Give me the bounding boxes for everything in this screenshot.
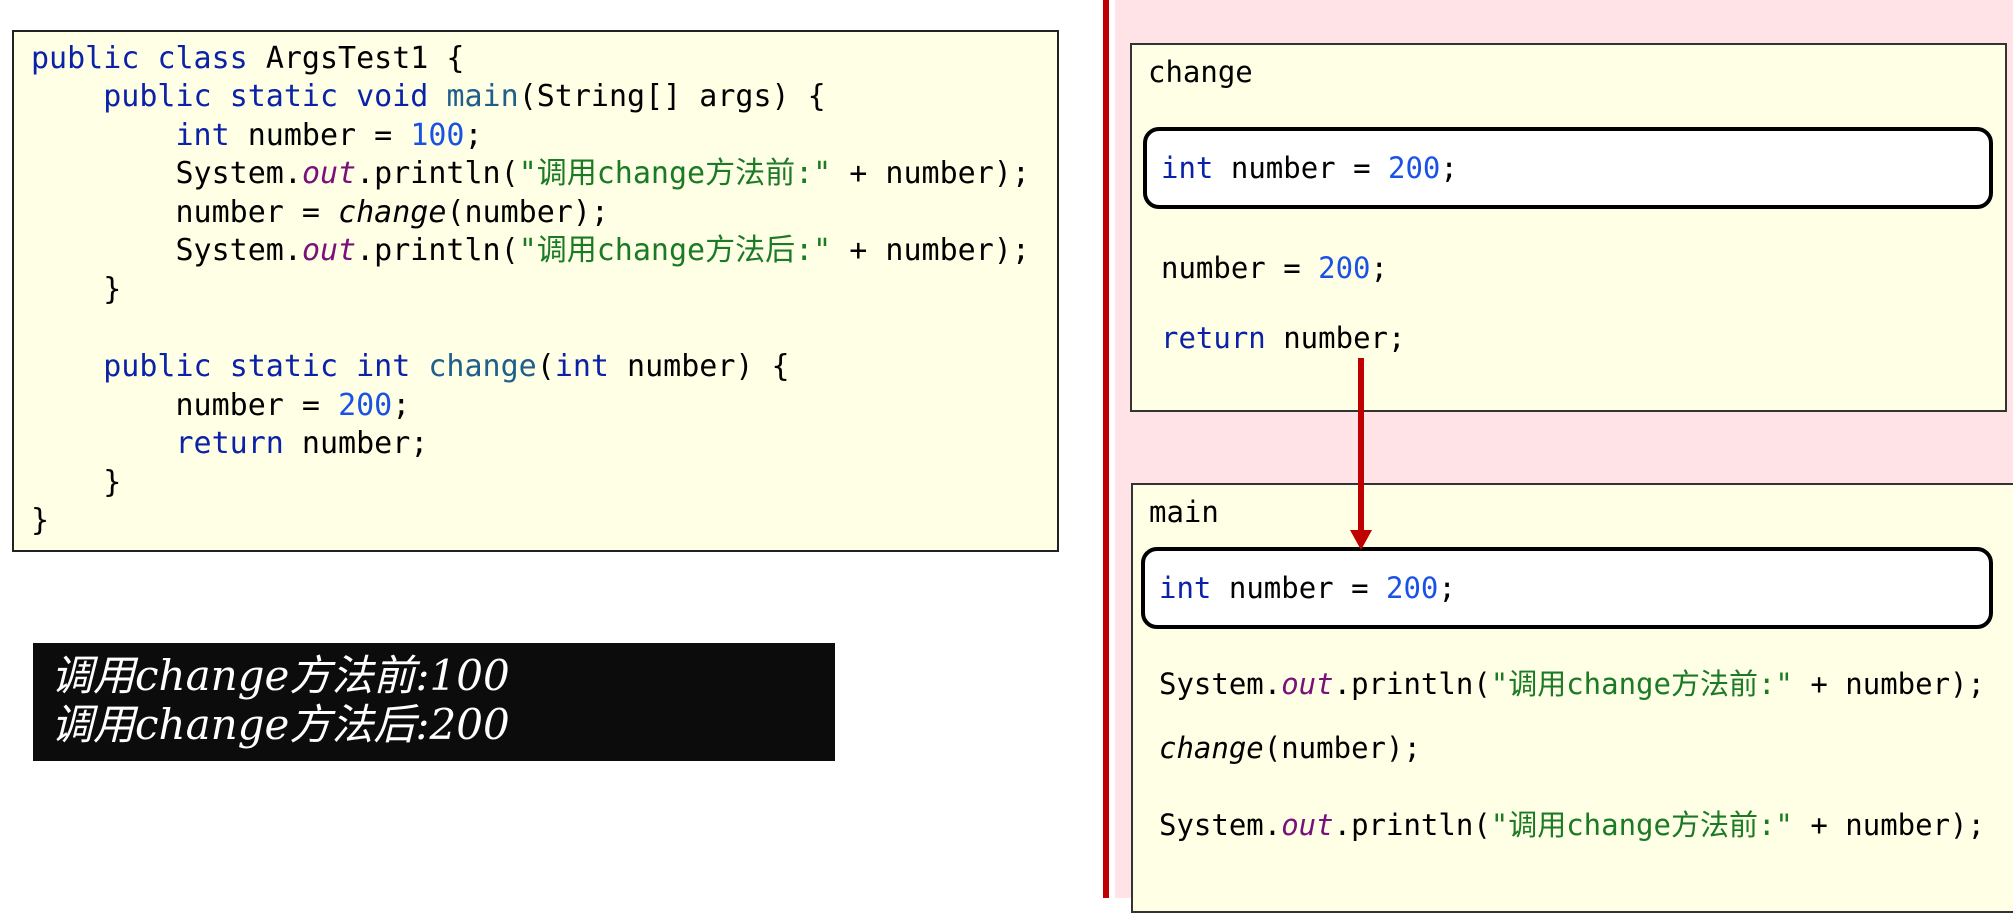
main-println-before: System.out.println("调用change方法前:" + numb… [1159, 667, 1985, 701]
divider-line [1103, 0, 1109, 898]
code-line-close-main: } [103, 272, 122, 307]
change-var-text: int number = 200; [1161, 151, 1458, 185]
return-value-arrow [1350, 358, 1372, 550]
main-println-after: System.out.println("调用change方法前:" + numb… [1159, 808, 1985, 842]
console-output: 调用change方法前:100 调用change方法后:200 [33, 643, 835, 761]
change-stack-frame: change int number = 200; number = 200; r… [1130, 43, 2007, 412]
change-assign-stmt: number = 200; [1161, 251, 1388, 285]
code-line-main-decl: public static void main(String[] args) { [103, 79, 826, 114]
code-line-close-class: } [31, 503, 50, 538]
code-line-println-after: System.out.println("调用change方法后:" + numb… [175, 233, 1030, 268]
class-name: ArgsTest1 [265, 41, 429, 76]
source-code-panel: public class ArgsTest1 { public static v… [12, 30, 1059, 552]
main-frame-title: main [1149, 495, 1219, 529]
code-line-change-decl: public static int change(int number) { [103, 349, 790, 384]
code-line-assign-200: number = 200; [175, 388, 411, 423]
main-change-call: change(number); [1159, 731, 1421, 765]
code-line-int-decl: int number = 100; [175, 118, 483, 153]
change-return-stmt: return number; [1161, 321, 1406, 355]
console-line-after: 调用change方法后:200 [51, 700, 510, 749]
main-stack-frame: main int number = 200; System.out.printl… [1131, 483, 2013, 913]
change-frame-title: change [1148, 55, 1253, 89]
code-line-return: return number; [175, 426, 429, 461]
main-var-text: int number = 200; [1159, 571, 1456, 605]
main-number-variable: int number = 200; [1141, 547, 1993, 629]
code-line-assign-call: number = change(number); [175, 195, 610, 230]
console-line-before: 调用change方法前:100 [51, 651, 510, 700]
change-number-variable: int number = 200; [1143, 127, 1993, 209]
code-line-close-change: } [103, 465, 122, 500]
code-line-class: public class ArgsTest1 { [31, 41, 465, 76]
code-line-println-before: System.out.println("调用change方法前:" + numb… [175, 156, 1030, 191]
